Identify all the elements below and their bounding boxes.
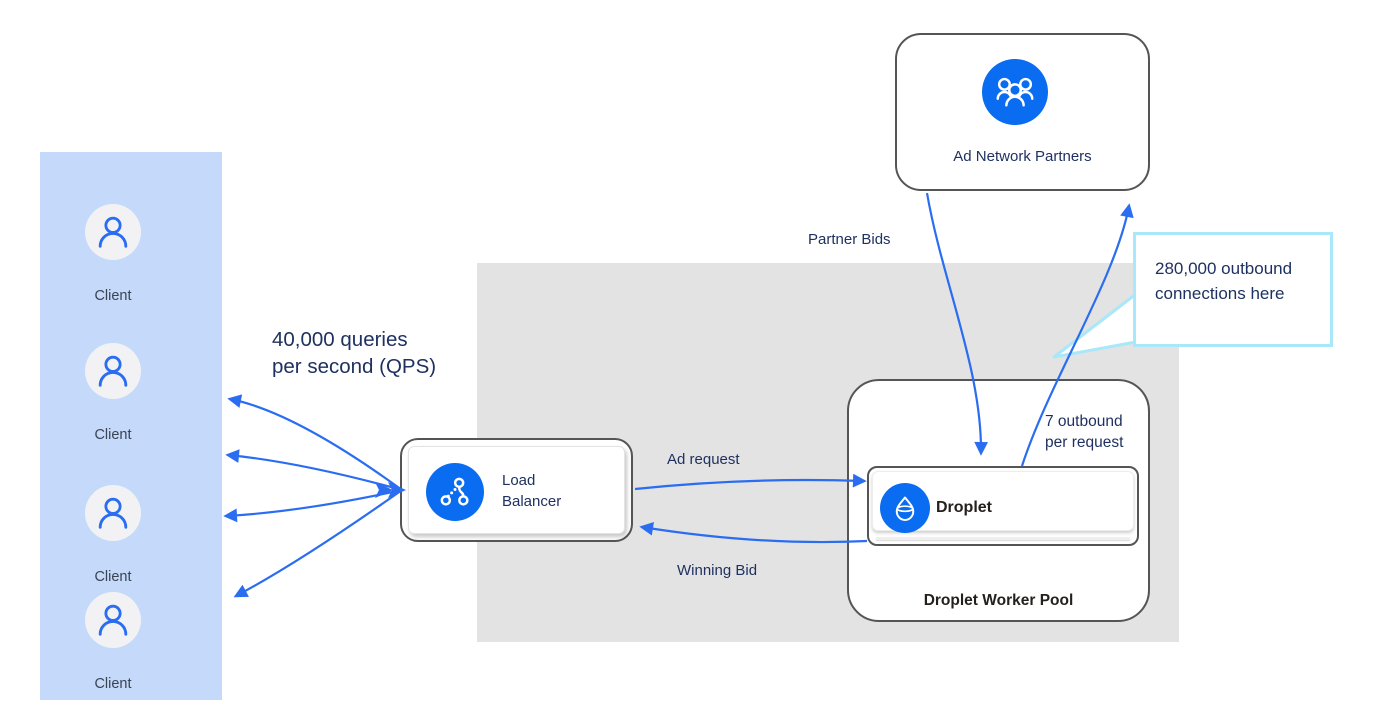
partner-bids-label: Partner Bids: [808, 231, 891, 248]
client-label: Client: [94, 569, 132, 585]
client-label: Client: [94, 427, 132, 443]
person-icon: [98, 604, 128, 636]
client-label: Client: [94, 288, 132, 304]
edge-lb-client-1: [227, 394, 403, 491]
outbound-per-request-label: 7 outbound per request: [1045, 413, 1124, 451]
edge-lb-client-4: [233, 489, 403, 598]
load-balancer-icon: [440, 477, 469, 506]
client-node: Client: [85, 485, 141, 585]
droplet-node: Droplet: [867, 466, 1139, 546]
qps-annotation: 40,000 queries per second (QPS): [272, 328, 437, 378]
edge-into-lb-arrowhead: [375, 482, 393, 498]
load-balancer-label: Load Balancer: [502, 472, 562, 510]
client-avatar: [85, 485, 141, 541]
client-avatar: [85, 204, 141, 260]
ad-network-partners-label: Ad Network Partners: [953, 148, 1092, 165]
ad-network-partners-node: Ad Network Partners: [895, 33, 1150, 191]
people-icon: [996, 77, 1034, 107]
client-node: Client: [85, 204, 141, 304]
droplet-stack-edge: [876, 537, 1130, 540]
edge-lb-client-2: [225, 449, 403, 492]
client-avatar: [85, 592, 141, 648]
load-balancer-node: Load Balancer: [400, 438, 633, 542]
person-icon: [98, 355, 128, 387]
load-balancer-icon-circle: [426, 463, 484, 521]
droplet-label: Droplet: [936, 499, 992, 516]
ad-request-label: Ad request: [667, 451, 740, 468]
winning-bid-label: Winning Bid: [677, 562, 758, 579]
droplet-icon: [895, 496, 915, 521]
edge-lb-client-3: [223, 488, 403, 523]
client-avatar: [85, 343, 141, 399]
person-icon: [98, 216, 128, 248]
client-label: Client: [94, 676, 132, 692]
outbound-connections-callout: 280,000 outbound connections here: [1133, 232, 1333, 347]
client-node: Client: [85, 343, 141, 443]
client-node: Client: [85, 592, 141, 692]
droplet-worker-pool-label: Droplet Worker Pool: [923, 592, 1074, 609]
droplet-icon-circle: [880, 483, 930, 533]
people-icon-circle: [982, 59, 1048, 125]
person-icon: [98, 497, 128, 529]
